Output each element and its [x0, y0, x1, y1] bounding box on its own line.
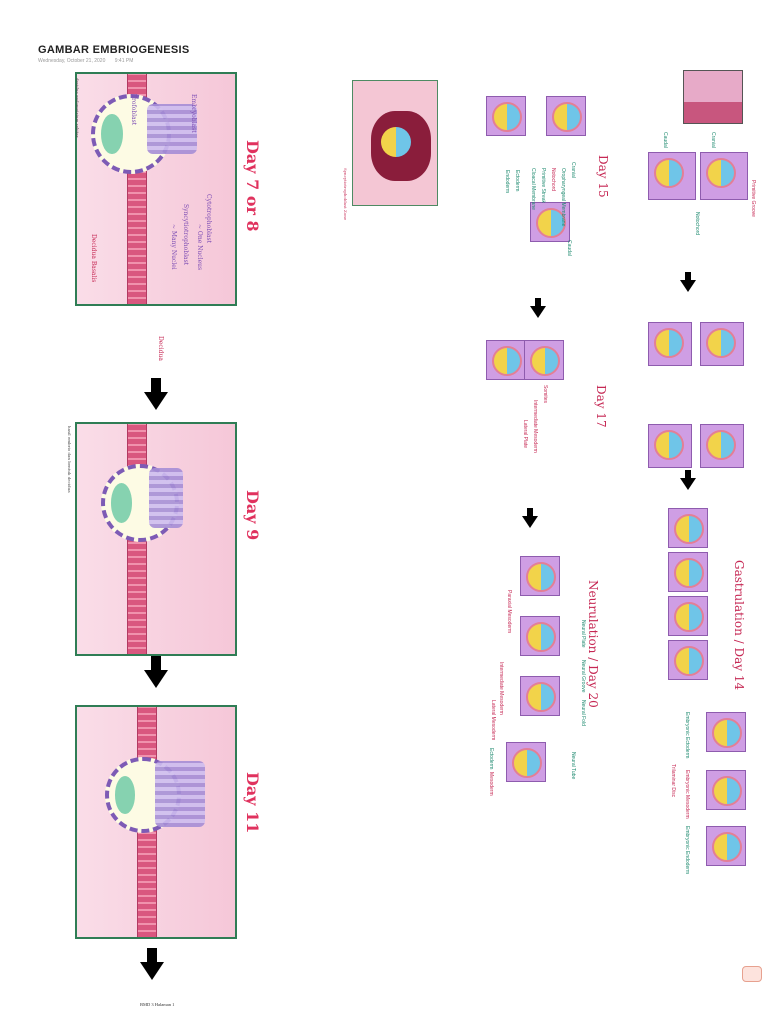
lbl-oropharyngeal: Oropharyngeal Membrane [560, 168, 566, 227]
page-date: Wednesday, October 21, 2020 [38, 58, 106, 64]
day15-thumb-1 [486, 96, 526, 136]
lbl-lateral-meso: Lateral Mesoderm [490, 700, 496, 741]
page-title: GAMBAR EMBRIOGENESIS [38, 44, 190, 56]
right-lbl-primitive-groove: Primitive Groove [750, 180, 756, 217]
right-thumb-5 [648, 424, 692, 468]
right-thumb-1 [648, 152, 696, 200]
top-right-image [683, 70, 743, 124]
inner-cell-mass [101, 113, 123, 155]
lbl-lateral-plate: Lateral Plate [522, 420, 528, 449]
page-meta: Wednesday, October 21, 2020 9:41 PM [38, 58, 133, 64]
right-lbl-notochord: Notochord [694, 212, 700, 236]
layer-thumb-3 [706, 826, 746, 866]
footer-note: BMD 3 Halaman 1 [140, 1002, 175, 1007]
lbl-emb-endoderm: Embryonic Endoderm [684, 826, 690, 875]
gastrulation-title: Gastrulation / Day 14 [732, 560, 746, 691]
page-time: 9:41 PM [114, 58, 134, 64]
day-9-panel [75, 422, 237, 656]
corner-logo [742, 966, 762, 982]
day20-thumb-3 [520, 676, 560, 716]
label-many-nuclei: ~ Many Nuclei [170, 224, 177, 270]
label-cytotrophoblast: Cytotrophoblast [205, 194, 212, 244]
layer-thumb-1 [706, 712, 746, 752]
lbl-inter-meso: Intermediate Mesoderm [498, 662, 504, 715]
microscope-yolk [381, 127, 411, 157]
inner-cell-mass [115, 775, 136, 815]
lbl-neural-groove: Neural Groove [580, 660, 586, 693]
right-thumb-4 [700, 322, 744, 366]
trophoblast-invasion [149, 468, 183, 528]
lbl-trilaminar: Trilaminar Disc [670, 764, 676, 798]
right-thumb-6 [700, 424, 744, 468]
gastrulation-thumb-2 [668, 552, 708, 592]
arrow-down-right-2 [680, 470, 696, 490]
trophoblast-invasion [155, 761, 205, 827]
day-11-panel [75, 705, 237, 939]
arrow-down-right-1 [680, 272, 696, 292]
lbl-paraxial: Paraxial Mesoderm [506, 590, 512, 634]
gastrulation-thumb-3 [668, 596, 708, 636]
right-thumb-2 [700, 152, 748, 200]
day-17-title: Day 17 [594, 385, 608, 428]
layer-thumb-2 [706, 770, 746, 810]
lbl-ectoderm-20: Ectoderm [488, 748, 494, 770]
arrow-down-2 [144, 656, 168, 688]
label-decidua-basalis: Decidua Basalis [90, 234, 97, 283]
neurulation-title: Neurulation / Day 20 [586, 580, 600, 708]
day15-thumb-3 [530, 202, 570, 242]
lbl-mesoderm-20: Mesoderm [488, 772, 494, 796]
gastrulation-thumb-4 [668, 640, 708, 680]
lbl-intermediate: Intermediate Mesoderm [532, 400, 538, 453]
microscope-image [352, 80, 438, 206]
lbl-neural-tube: Neural Tube [570, 752, 576, 780]
day-11-label: Day 11 [243, 772, 262, 834]
inner-cell-mass [111, 483, 132, 523]
lbl-emb-ectoderm: Embryonic Ectoderm [684, 712, 690, 759]
arrow-down-1 [144, 378, 168, 410]
label-trofoblast: Trofoblast [130, 94, 137, 126]
trophoblast-invasion [147, 104, 197, 154]
day17-thumb-1 [486, 340, 526, 380]
lbl-ectoderm: Ectoderm [514, 170, 520, 192]
lbl-notochord: Notochord [550, 168, 556, 192]
right-lbl-caudal: Caudal [662, 132, 668, 148]
lbl-emb-mesoderm: Embryonic Mesoderm [684, 770, 690, 819]
lbl-endoderm: Endoderm [504, 170, 510, 194]
day17-thumb-2 [524, 340, 564, 380]
day20-thumb-4 [506, 742, 546, 782]
decidua-bracket-label: Decidua [157, 336, 164, 361]
lbl-caudal: Caudal [566, 240, 572, 256]
label-embryoblast: Embryoblast [190, 94, 197, 133]
day20-thumb-1 [520, 556, 560, 596]
arrow-down-mid-2 [522, 508, 538, 528]
lbl-cranial: Cranial [570, 162, 576, 178]
day-7-8-label: Day 7 or 8 [243, 140, 262, 232]
label-one-nucleus: ~ One Nucleus [196, 224, 203, 271]
note-hasil-embrio: hasil embrio dan bentuk decidua [67, 426, 72, 493]
lbl-neural-plate: Neural Plate [580, 620, 586, 648]
arrow-down-mid-1 [530, 298, 546, 318]
note-desidua: desidua endometrium sekitar [75, 78, 80, 138]
lbl-somites: Somites [542, 385, 548, 404]
microscope-caption: Syncytiotrophoblast Zone [343, 168, 348, 221]
day-7-8-panel: Embryoblast Trofoblast Cytotrophoblast ~… [75, 72, 237, 306]
day20-thumb-2 [520, 616, 560, 656]
lbl-cloacal: Cloacal Membrane [530, 168, 536, 210]
lbl-neural-fold: Neural Fold [580, 700, 586, 726]
arrow-down-3 [140, 948, 164, 980]
right-thumb-3 [648, 322, 692, 366]
day15-thumb-2 [546, 96, 586, 136]
day-15-title: Day 15 [596, 155, 610, 198]
right-lbl-cranial: Cranial [710, 132, 716, 148]
gastrulation-thumb-1 [668, 508, 708, 548]
day-9-label: Day 9 [243, 490, 262, 541]
label-syncytiotrophoblast: Syncytiotrophoblast [182, 204, 189, 266]
lbl-primitive-streak: Primitive Streak [540, 168, 546, 204]
